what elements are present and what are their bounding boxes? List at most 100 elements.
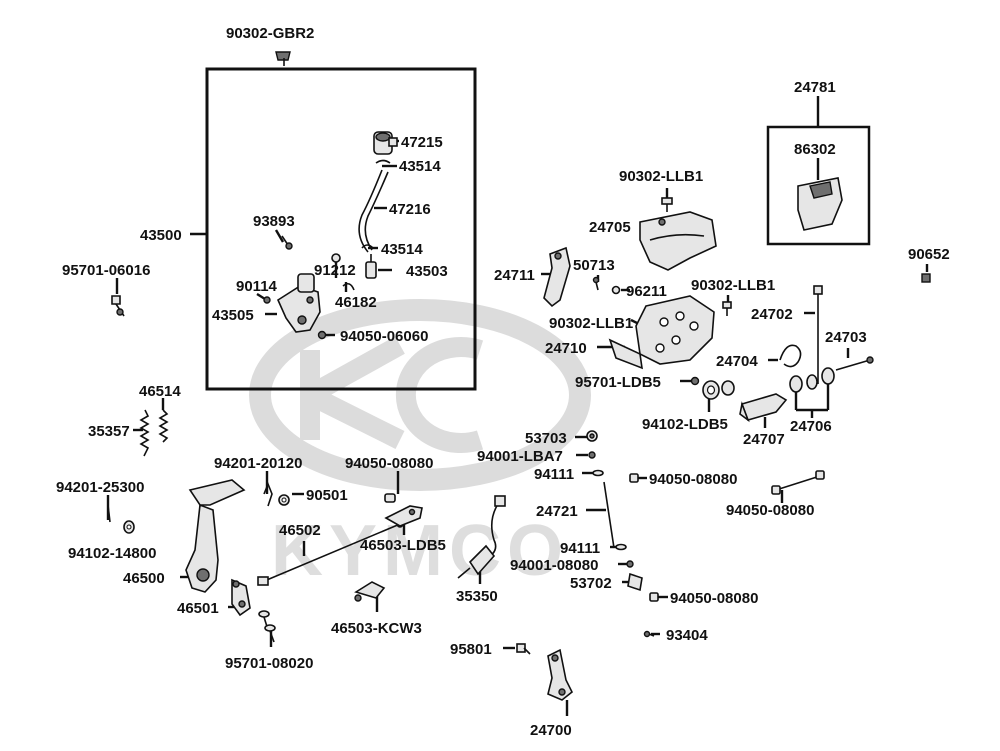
part-43503-plunger — [365, 254, 377, 279]
part-53702-joint — [627, 572, 643, 592]
label-47215: 47215 — [401, 134, 443, 151]
label-24702: 24702 — [751, 306, 793, 323]
label-24781: 24781 — [794, 79, 836, 96]
part-24703-pin — [835, 356, 874, 371]
part-46514-spring — [158, 409, 169, 443]
part-50713-bolt — [592, 276, 600, 291]
label-47216: 47216 — [389, 201, 431, 218]
label-93404: 93404 — [666, 627, 708, 644]
part-94050-06060-nut — [317, 330, 327, 340]
label-94201-20120: 94201-20120 — [214, 455, 302, 472]
label-90302-llb1-a: 90302-LLB1 — [619, 168, 703, 185]
label-24705: 24705 — [589, 219, 631, 236]
part-90501-washer — [278, 494, 290, 506]
part-95701-08020-bolts — [258, 610, 276, 643]
label-24710: 24710 — [545, 340, 587, 357]
part-94001-lba7-nut — [588, 451, 596, 459]
label-50713: 50713 — [573, 257, 615, 274]
part-96211-washer — [611, 285, 621, 295]
part-95701-06016-bolt — [111, 295, 125, 317]
label-35350: 35350 — [456, 588, 498, 605]
part-35357-spring — [139, 409, 150, 457]
part-94050-08080-nut-a — [384, 493, 396, 503]
part-94201-25300-pin — [107, 504, 111, 523]
label-24704: 24704 — [716, 353, 758, 370]
label-91212: 91212 — [314, 262, 356, 279]
part-24711-arm — [543, 246, 571, 308]
label-90114: 90114 — [236, 278, 278, 295]
label-86302: 86302 — [794, 141, 836, 158]
part-94111-washer-b — [615, 543, 627, 551]
part-95701-ldb5-bolt — [690, 376, 700, 386]
part-43514-clip-upper — [375, 159, 391, 164]
part-46503-kcw3-bracket — [354, 581, 386, 602]
label-43514-b: 43514 — [381, 241, 423, 258]
part-47215-carb-cap — [373, 131, 398, 155]
label-90652: 90652 — [908, 246, 950, 263]
part-47216-cable — [358, 169, 389, 253]
carburetor-group-box — [205, 67, 477, 391]
label-35357: 35357 — [88, 423, 130, 440]
label-24707: 24707 — [743, 431, 785, 448]
label-53703: 53703 — [525, 430, 567, 447]
label-46503-kcw3: 46503-KCW3 — [331, 620, 422, 637]
part-24706-bushings — [789, 367, 835, 393]
label-90302-llb1-b: 90302-LLB1 — [691, 277, 775, 294]
part-94050-08080-nut-b — [629, 473, 639, 483]
label-94050-06060: 94050-06060 — [340, 328, 428, 345]
label-95701-06016: 95701-06016 — [62, 262, 150, 279]
label-43503: 43503 — [406, 263, 448, 280]
label-93893: 93893 — [253, 213, 295, 230]
part-35350-switch — [457, 495, 506, 579]
label-90302-llb1-c: 90302-LLB1 — [549, 315, 633, 332]
part-46500-brake-pedal — [185, 479, 246, 593]
label-94201-25300: 94201-25300 — [56, 479, 144, 496]
label-95801: 95801 — [450, 641, 492, 658]
label-96211: 96211 — [626, 283, 667, 300]
watermark-text: KYMCO — [271, 511, 569, 591]
label-94111-a: 94111 — [534, 466, 574, 483]
label-95701-08020: 95701-08020 — [225, 655, 313, 672]
label-94001-08080: 94001-08080 — [510, 557, 598, 574]
part-46501-bracket — [231, 578, 251, 617]
part-93893-screw — [281, 235, 293, 250]
part-94102-14800-washer — [123, 520, 135, 534]
part-94001-08080-nut — [626, 560, 634, 568]
label-43500: 43500 — [140, 227, 182, 244]
part-94050-08080-rod-c — [771, 470, 825, 495]
label-46514: 46514 — [139, 383, 181, 400]
label-95701-ldb5: 95701-LDB5 — [575, 374, 661, 391]
part-24721-rod — [603, 481, 615, 549]
part-43514-clip-lower — [361, 244, 374, 249]
label-24711: 24711 — [494, 267, 535, 284]
part-90302-llb1-bolt-right — [722, 301, 732, 316]
part-24707-bracket — [739, 393, 788, 423]
part-90302-gbr2 — [275, 51, 291, 66]
label-94050-08080-c: 94050-08080 — [726, 502, 814, 519]
part-53703-joint — [586, 430, 598, 442]
part-90652-screw — [921, 273, 931, 283]
label-46502: 46502 — [279, 522, 321, 539]
part-90302-llb1-bolt-top — [661, 197, 673, 212]
label-43505: 43505 — [212, 307, 254, 324]
label-46182: 46182 — [335, 294, 377, 311]
part-labels: 90302-GBR2 43500 47215 43514 47216 93893… — [56, 25, 950, 739]
part-43505-starter-body — [276, 273, 321, 333]
part-46503-ldb5-arm — [384, 505, 423, 527]
label-94102-14800: 94102-14800 — [68, 545, 156, 562]
part-94111-washer-a — [592, 469, 604, 477]
label-46503-ldb5: 46503-LDB5 — [360, 537, 446, 554]
part-95801-bolt — [516, 643, 531, 655]
watermark-logo: KYMCO — [249, 299, 591, 591]
label-90302-gbr2: 90302-GBR2 — [226, 25, 314, 42]
part-91212-seal — [331, 253, 341, 263]
part-24705-cover — [639, 211, 717, 271]
part-24704-spring — [779, 344, 802, 368]
part-86302-shift-knob — [797, 177, 843, 231]
part-46182-clamp — [342, 282, 355, 291]
label-24706: 24706 — [790, 418, 832, 435]
part-24702-shaft — [813, 285, 823, 384]
part-90114-screw — [263, 296, 271, 304]
label-24721: 24721 — [536, 503, 578, 520]
